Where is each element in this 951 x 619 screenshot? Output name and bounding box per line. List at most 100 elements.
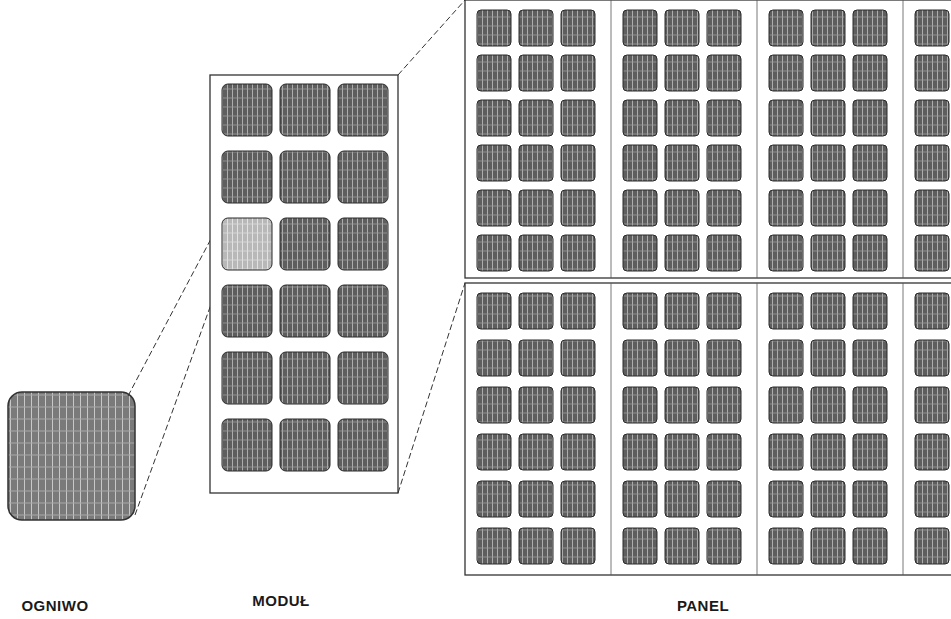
panel-cell — [519, 434, 553, 470]
panel-cell — [707, 387, 741, 423]
module-cell — [338, 419, 388, 471]
panel-cell — [707, 481, 741, 517]
panel-cell — [623, 100, 657, 136]
panel-cell — [811, 100, 845, 136]
panel-cell — [561, 235, 595, 271]
panel-cell — [665, 387, 699, 423]
panel-cell — [769, 528, 803, 564]
panel-cell — [707, 434, 741, 470]
panel-cell — [477, 293, 511, 329]
panel-cell — [707, 145, 741, 181]
panel-cell — [811, 481, 845, 517]
panel-cell — [665, 145, 699, 181]
panel-cell — [915, 340, 949, 376]
panel-cell — [477, 434, 511, 470]
panel-cell — [519, 293, 553, 329]
panel-cell — [623, 235, 657, 271]
panel-cell — [811, 293, 845, 329]
panel-cell — [853, 528, 887, 564]
module-cell — [280, 419, 330, 471]
module-cell — [222, 84, 272, 136]
module-cell — [280, 218, 330, 270]
module-cell — [222, 218, 272, 270]
panel-cell — [707, 100, 741, 136]
panel-cell — [477, 481, 511, 517]
panel-cell — [561, 145, 595, 181]
panel-cell — [665, 528, 699, 564]
module-frame — [210, 75, 398, 493]
part-label: MODUŁ — [252, 592, 310, 609]
panel-cell — [665, 434, 699, 470]
leader-line — [135, 274, 222, 515]
panel-cell — [561, 100, 595, 136]
panel-cell — [477, 340, 511, 376]
panel-cell — [561, 10, 595, 46]
panel-cell — [623, 293, 657, 329]
panel-cell — [811, 145, 845, 181]
module-divider — [611, 283, 612, 575]
panel-cell — [811, 190, 845, 226]
panel-cell — [561, 340, 595, 376]
panel-cell — [707, 10, 741, 46]
part-label: OGNIWO — [21, 597, 88, 614]
panel-cell — [623, 528, 657, 564]
module-divider — [611, 0, 612, 278]
panel-cell — [915, 190, 949, 226]
panel-cell — [477, 190, 511, 226]
panel-cell — [707, 340, 741, 376]
panel-cell — [915, 434, 949, 470]
panel-cell — [811, 387, 845, 423]
panel-cell — [811, 434, 845, 470]
panel-cell — [477, 145, 511, 181]
panel-cell — [811, 55, 845, 91]
panel-cell — [707, 235, 741, 271]
panel-cell — [477, 235, 511, 271]
panel-cell — [915, 528, 949, 564]
panel-cell — [769, 145, 803, 181]
panel-cell — [623, 387, 657, 423]
panel-cell — [769, 190, 803, 226]
module-cell — [280, 151, 330, 203]
panel-cell — [519, 100, 553, 136]
panel-cell — [561, 528, 595, 564]
module-divider — [903, 0, 904, 278]
panel-cell — [853, 10, 887, 46]
panel-frame — [465, 0, 951, 278]
module-cell — [338, 218, 388, 270]
panel-cell — [811, 10, 845, 46]
panel-cell — [623, 145, 657, 181]
panel-cell — [769, 10, 803, 46]
module-cell — [222, 285, 272, 337]
panel-cell — [915, 293, 949, 329]
panel-cell — [707, 528, 741, 564]
panel-cell — [915, 387, 949, 423]
panel-cell — [853, 235, 887, 271]
panel-cell — [707, 190, 741, 226]
module-cell — [338, 84, 388, 136]
module-cell — [280, 285, 330, 337]
leader-line — [398, 283, 465, 493]
panel-cell — [561, 434, 595, 470]
panel-cell — [811, 235, 845, 271]
module-cell — [280, 352, 330, 404]
module-divider — [757, 283, 758, 575]
panel-cell — [477, 55, 511, 91]
panel-cell — [915, 481, 949, 517]
module-divider — [903, 283, 904, 575]
panel-cell — [665, 340, 699, 376]
panel-cell — [769, 434, 803, 470]
panel-cell — [561, 293, 595, 329]
panel-cell — [853, 55, 887, 91]
panel-cell — [519, 145, 553, 181]
panel-cell — [853, 481, 887, 517]
panel-cell — [853, 100, 887, 136]
panel-cell — [561, 481, 595, 517]
panel-cell — [769, 481, 803, 517]
panel-cell — [769, 235, 803, 271]
panel-cell — [623, 340, 657, 376]
panel-cell — [519, 387, 553, 423]
panel-cell — [769, 340, 803, 376]
panel-cell — [561, 190, 595, 226]
panel-cell — [623, 10, 657, 46]
